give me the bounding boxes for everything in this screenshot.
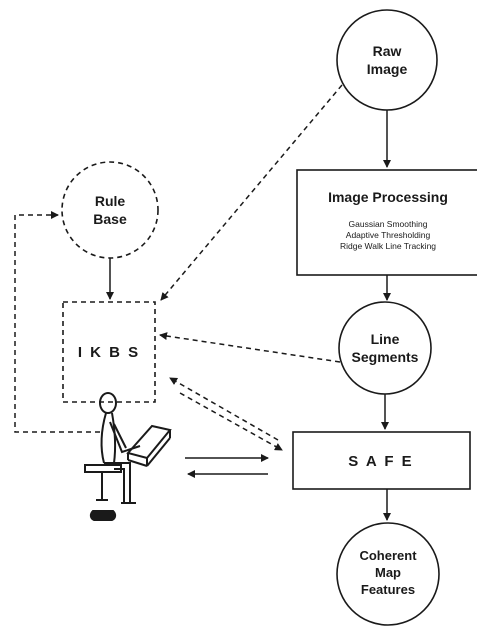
dashed-arrow-ikbs-to-safe xyxy=(179,392,283,451)
raw-image-label-line1: Raw xyxy=(373,43,402,59)
image-processing-title: Image Processing xyxy=(328,189,448,205)
rule-base-label-line1: Rule xyxy=(95,193,126,209)
coherent-label-line1: Coherent xyxy=(359,548,417,563)
coherent-label-line3: Features xyxy=(361,582,415,597)
operator-at-workstation-icon xyxy=(84,392,172,521)
dashed-feedback-user-to-rulebase xyxy=(14,211,100,433)
rule-base-node xyxy=(61,161,159,259)
ikbs-box xyxy=(62,301,156,403)
image-processing-box xyxy=(296,169,477,276)
dashed-arrow-raw-to-ikbs xyxy=(160,84,343,301)
coherent-map-features-node xyxy=(336,522,440,626)
line-segments-label-line1: Line xyxy=(371,331,400,347)
dashed-arrow-safe-to-ikbs xyxy=(169,377,279,441)
line-segments-label-line2: Segments xyxy=(352,349,419,365)
dashed-arrow-segments-to-ikbs xyxy=(159,332,341,363)
raw-image-node xyxy=(336,9,438,111)
ikbs-label: I K B S xyxy=(78,344,140,361)
raw-image-label-line2: Image xyxy=(367,61,408,77)
coherent-label-line2: Map xyxy=(375,565,401,580)
processing-step-gaussian: Gaussian Smoothing xyxy=(349,219,428,229)
line-segments-node xyxy=(338,301,432,395)
rule-base-label-line2: Base xyxy=(93,211,127,227)
processing-step-ridge-walk: Ridge Walk Line Tracking xyxy=(340,241,436,251)
processing-step-thresholding: Adaptive Thresholding xyxy=(346,230,431,240)
safe-label: S A F E xyxy=(348,453,413,470)
safe-box xyxy=(292,431,471,490)
